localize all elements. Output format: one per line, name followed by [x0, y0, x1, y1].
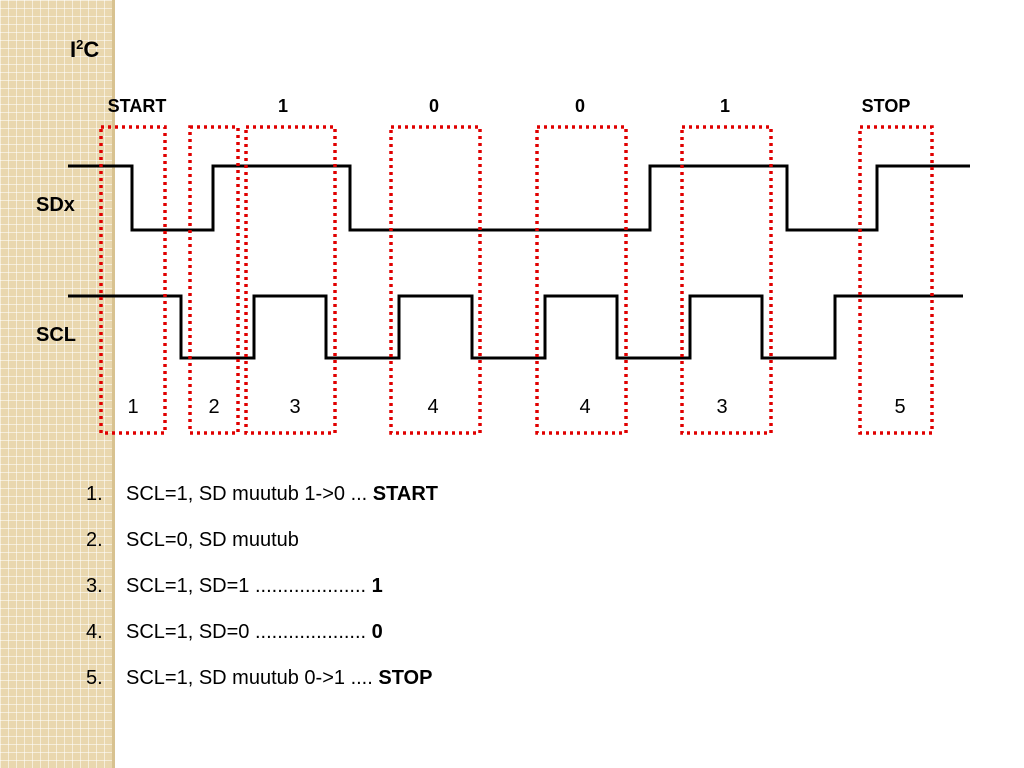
legend-number: 1. — [86, 483, 103, 505]
bit-label-stop: STOP — [862, 96, 911, 116]
phase-box-4 — [389, 125, 482, 435]
phase-number: 3 — [289, 396, 300, 418]
sd-signal-label: SDx — [36, 194, 75, 216]
legend-item: 5. SCL=1, SD muutub 0->1 .... STOP — [86, 664, 438, 710]
side-strip-edge — [112, 0, 115, 768]
bit-label-start: START — [108, 96, 167, 116]
bit-label-4: 1 — [720, 96, 730, 116]
legend-item: 4. SCL=1, SD=0 .................... 0 — [86, 618, 438, 664]
sd-waveform — [68, 164, 970, 232]
bit-label-3: 0 — [575, 96, 585, 116]
legend-item: 2. SCL=0, SD muutub — [86, 526, 438, 572]
scl-waveform — [68, 294, 963, 360]
legend-result: START — [372, 483, 438, 505]
legend-number: 5. — [86, 667, 103, 689]
legend-item: 3. SCL=1, SD=1 .................... 1 — [86, 572, 438, 618]
phase-box-2 — [188, 125, 240, 435]
phase-box-7 — [858, 125, 934, 435]
bit-label-1: 1 — [278, 96, 288, 116]
decorative-side-strip — [0, 0, 112, 768]
phase-box-6 — [680, 125, 773, 435]
phase-box-3 — [244, 125, 337, 435]
phase-highlights — [99, 125, 934, 435]
legend-number: 4. — [86, 621, 103, 643]
legend-list: 1. SCL=1, SD muutub 1->0 ... START 2. SCL=… — [86, 480, 438, 710]
phase-number: 4 — [579, 396, 590, 418]
legend-result: 1 — [371, 575, 383, 597]
phase-box-5 — [535, 125, 628, 435]
legend-text: SCL=1, SD=0 .................... — [126, 621, 372, 643]
phase-number: 1 — [127, 396, 138, 418]
legend-result: 0 — [371, 621, 383, 643]
legend-number: 3. — [86, 575, 103, 597]
legend-text: SCL=1, SD muutub 1->0 ... — [126, 483, 373, 505]
legend-result: STOP — [378, 667, 433, 689]
bit-label-2: 0 — [429, 96, 439, 116]
diagram-title: I2C — [70, 37, 99, 62]
phase-number: 2 — [208, 396, 219, 418]
phase-number: 3 — [716, 396, 727, 418]
legend-text: SCL=1, SD=1 .................... — [126, 575, 372, 597]
phase-number: 4 — [427, 396, 438, 418]
legend-item: 1. SCL=1, SD muutub 1->0 ... START — [86, 480, 438, 526]
phase-numbers: 1 2 3 4 4 3 5 — [127, 396, 905, 418]
scl-signal-label: SCL — [36, 324, 76, 346]
legend-text: SCL=1, SD muutub 0->1 .... — [126, 667, 379, 689]
legend-number: 2. — [86, 529, 103, 551]
phase-number: 5 — [894, 396, 905, 418]
legend-text: SCL=0, SD muutub — [126, 529, 299, 551]
phase-box-1 — [99, 125, 167, 435]
bit-labels: START 1 0 0 1 STOP — [108, 96, 911, 116]
